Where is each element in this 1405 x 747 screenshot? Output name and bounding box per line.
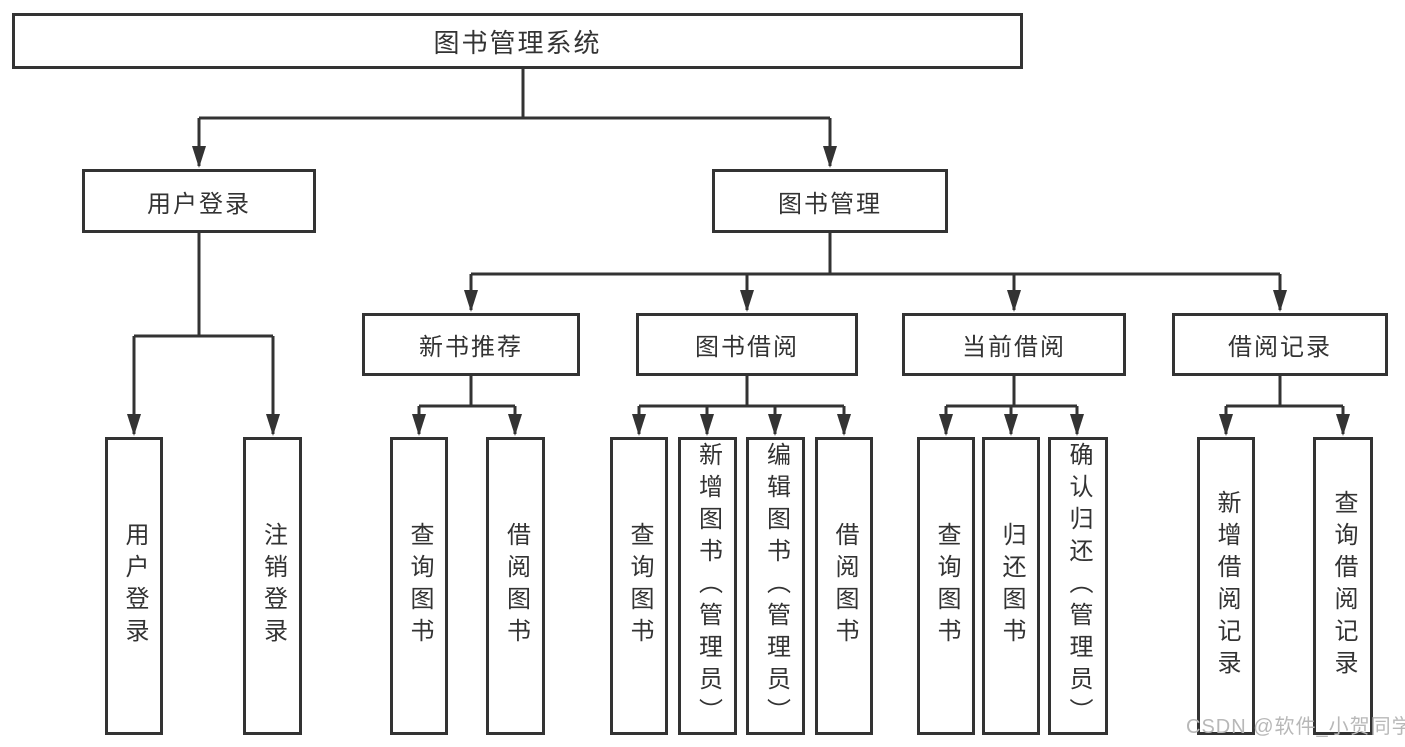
connector-book-management-to-children: [464, 233, 1287, 312]
connector-current-borrow-to-children: [939, 376, 1084, 436]
leaf-query-books-borrow-label: 查询图书: [626, 522, 653, 650]
leaf-query-books-recommend-label: 查询图书: [406, 522, 433, 650]
leaf-borrow-books-label: 借阅图书: [831, 522, 858, 650]
leaf-borrow-books-recommend: 借阅图书: [486, 437, 545, 735]
leaf-logout: 注销登录: [243, 437, 302, 735]
leaf-borrow-books-recommend-label: 借阅图书: [502, 522, 530, 650]
node-new-book-recommend: 新书推荐: [362, 313, 580, 376]
arrowhead-icon: [266, 414, 280, 436]
connector-borrow-records-to-children: [1219, 376, 1350, 436]
node-user-login-label: 用户登录: [147, 190, 251, 218]
arrowhead-icon: [837, 414, 851, 436]
arrowhead-icon: [1219, 414, 1233, 436]
node-current-borrow: 当前借阅: [902, 313, 1126, 376]
leaf-return-books: 归还图书: [982, 437, 1040, 735]
connector-book-borrow-to-children: [632, 376, 851, 436]
leaf-user-login: 用户登录: [105, 437, 163, 735]
node-root-label: 图书管理系统: [433, 27, 602, 58]
leaf-query-books-borrow: 查询图书: [610, 437, 668, 735]
node-user-login: 用户登录: [82, 169, 316, 233]
node-book-management-label: 图书管理: [778, 190, 882, 218]
connector-new-book-recommend-to-children: [412, 376, 522, 436]
node-book-borrow: 图书借阅: [636, 313, 858, 376]
leaf-add-borrow-record: 新增借阅记录: [1197, 437, 1255, 735]
arrowhead-icon: [464, 290, 478, 312]
leaf-logout-label: 注销登录: [259, 522, 287, 650]
leaf-query-books-current: 查询图书: [917, 437, 975, 735]
connector-root-to-children: [192, 69, 837, 168]
leaf-borrow-books: 借阅图书: [815, 437, 873, 735]
arrowhead-icon: [192, 146, 206, 168]
watermark: CSDN @软件_小贺同学: [1186, 716, 1405, 738]
arrowhead-icon: [939, 414, 953, 436]
leaf-query-books-current-label: 查询图书: [933, 522, 960, 650]
leaf-query-books-recommend: 查询图书: [390, 437, 448, 735]
node-book-management: 图书管理: [712, 169, 948, 233]
node-new-book-recommend-label: 新书推荐: [419, 334, 523, 361]
arrowhead-icon: [1004, 414, 1018, 436]
arrowhead-icon: [412, 414, 426, 436]
arrowhead-icon: [127, 414, 141, 436]
node-root: 图书管理系统: [12, 13, 1023, 69]
arrowhead-icon: [1336, 414, 1350, 436]
leaf-edit-books-admin: 编辑图书（管理员）: [746, 437, 805, 735]
arrowhead-icon: [740, 290, 754, 312]
node-borrow-records-label: 借阅记录: [1228, 334, 1332, 361]
leaf-return-books-label: 归还图书: [998, 522, 1025, 650]
arrowhead-icon: [632, 414, 646, 436]
arrowhead-icon: [1273, 290, 1287, 312]
arrowhead-icon: [1070, 414, 1084, 436]
leaf-confirm-return-admin-label: 确认归还（管理员）: [1065, 442, 1092, 730]
node-book-borrow-label: 图书借阅: [695, 334, 799, 361]
arrowhead-icon: [768, 414, 782, 436]
leaf-edit-books-admin-label: 编辑图书（管理员）: [762, 442, 790, 730]
node-current-borrow-label: 当前借阅: [962, 334, 1066, 361]
leaf-add-borrow-record-label: 新增借阅记录: [1213, 490, 1240, 682]
arrowhead-icon: [700, 414, 714, 436]
leaf-user-login-label: 用户登录: [121, 522, 148, 650]
arrowhead-icon: [823, 146, 837, 168]
connector-user-login-to-children: [127, 233, 280, 436]
leaf-add-books-admin-label: 新增图书（管理员）: [694, 442, 722, 730]
leaf-confirm-return-admin: 确认归还（管理员）: [1048, 437, 1108, 735]
leaf-query-borrow-record-label: 查询借阅记录: [1330, 490, 1357, 682]
leaf-query-borrow-record: 查询借阅记录: [1313, 437, 1373, 735]
node-borrow-records: 借阅记录: [1172, 313, 1388, 376]
arrowhead-icon: [508, 414, 522, 436]
arrowhead-icon: [1007, 290, 1021, 312]
leaf-add-books-admin: 新增图书（管理员）: [678, 437, 737, 735]
